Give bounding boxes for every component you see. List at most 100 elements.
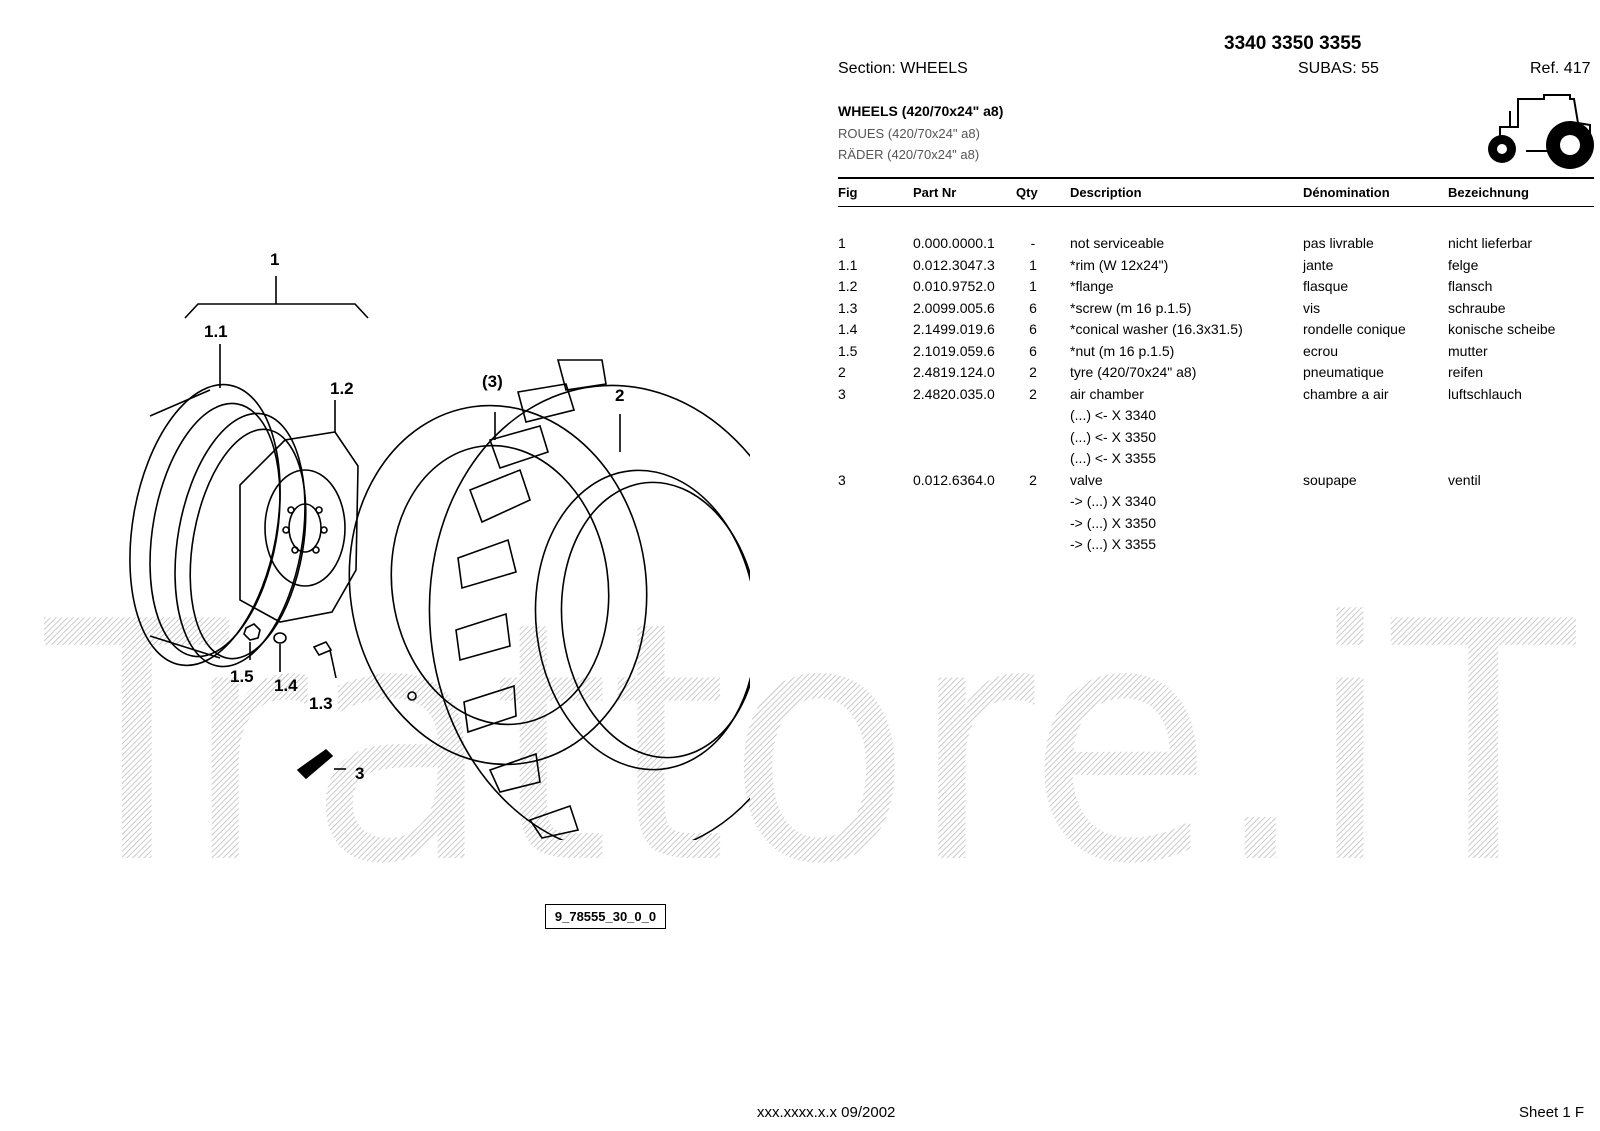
section-label: Section: WHEELS [838, 60, 968, 77]
table-row: (...) <- X 3340 [838, 405, 1594, 427]
cell-description: -> (...) X 3340 [1070, 493, 1156, 509]
table-row: 3 0.012.6364.0 2 valve soupape ventil [838, 470, 1594, 492]
cell-part-nr: 0.010.9752.0 [913, 278, 995, 294]
cell-fig: 1.4 [838, 321, 858, 337]
cell-qty: 1 [1029, 278, 1037, 294]
cell-denomination: jante [1303, 256, 1334, 273]
cell-part-nr: 2.1019.059.6 [913, 342, 995, 359]
rim-drawing [129, 383, 307, 668]
cell-bezeichnung: schraube [1448, 299, 1506, 316]
subas-label: SUBAS: 55 [1298, 60, 1379, 77]
cell-bezeichnung: luftschlauch [1448, 385, 1522, 402]
cell-fig: 3 [838, 471, 846, 488]
air-chamber-drawing [348, 404, 648, 766]
cell-fig: 3 [838, 385, 846, 402]
cell-part-nr: 2.4819.124.0 [913, 364, 995, 380]
cell-qty: 6 [1029, 299, 1037, 316]
drawing-id: 9_78555_30_0_0 [545, 904, 666, 929]
cell-qty: 6 [1029, 342, 1037, 359]
cell-description: (...) <- X 3355 [1070, 450, 1156, 466]
cell-qty: 2 [1029, 385, 1037, 402]
watermark-text: Trattore.iT [40, 552, 1579, 936]
cell-description: *nut (m 16 p.1.5) [1070, 342, 1175, 359]
cell-description: valve [1070, 471, 1103, 488]
cell-bezeichnung: konische scheibe [1448, 321, 1556, 337]
column-header-part-nr: Part Nr [913, 185, 957, 200]
table-row: (...) <- X 3355 [838, 448, 1594, 470]
cell-part-nr: 0.012.3047.3 [913, 256, 995, 273]
table-row: 1.1 0.012.3047.3 1 *rim (W 12x24") jante felg… [838, 255, 1594, 277]
title-german: RÄDER (420/70x24" a8) [838, 147, 980, 162]
cell-qty: 2 [1029, 364, 1037, 380]
cell-bezeichnung: reifen [1448, 364, 1484, 380]
footer-code: xxx.xxxx.x.x 09/2002 [757, 1104, 896, 1121]
cell-fig: 1.2 [838, 278, 858, 294]
cell-denomination: pneumatique [1303, 364, 1384, 380]
callout-3: 3 [355, 764, 365, 783]
cell-part-nr: 0.012.6364.0 [913, 471, 995, 488]
cell-part-nr: 2.4820.035.0 [913, 385, 995, 402]
cell-qty: 2 [1029, 471, 1037, 488]
cell-bezeichnung: ventil [1448, 471, 1481, 488]
tyre-drawing [428, 359, 750, 840]
column-header-bezeichnung: Bezeichnung [1448, 185, 1529, 200]
group-bracket [184, 303, 369, 319]
callout-2: 2 [615, 386, 625, 405]
cell-description: air chamber [1070, 385, 1144, 402]
cell-part-nr: 2.0099.005.6 [913, 299, 995, 316]
title-french: ROUES (420/70x24" a8) [838, 126, 980, 141]
cell-description: *screw (m 16 p.1.5) [1070, 299, 1192, 316]
cell-qty: 1 [1029, 256, 1037, 273]
cell-denomination: vis [1303, 299, 1321, 316]
table-row: 1.3 2.0099.005.6 6 *screw (m 16 p.1.5) vis sc… [838, 298, 1594, 320]
hardware-drawing [243, 623, 346, 780]
cell-fig: 1.3 [838, 299, 858, 316]
table-row: (...) <- X 3350 [838, 427, 1594, 449]
cell-description: (...) <- X 3340 [1070, 407, 1156, 423]
column-header-qty: Qty [1016, 185, 1038, 200]
table-row: -> (...) X 3340 [838, 491, 1594, 513]
cell-description: -> (...) X 3350 [1070, 514, 1156, 531]
cell-bezeichnung: nicht lieferbar [1448, 235, 1533, 251]
column-header-description: Description [1070, 185, 1142, 200]
callout-3-paren: (3) [482, 372, 503, 391]
cell-description: *rim (W 12x24") [1070, 256, 1169, 273]
cell-qty: 6 [1029, 321, 1037, 337]
ref-label: Ref. 417 [1530, 60, 1591, 77]
table-row: -> (...) X 3355 [838, 534, 1594, 556]
tractor-icon [1488, 94, 1594, 169]
cell-denomination: rondelle conique [1303, 321, 1406, 337]
table-row: -> (...) X 3350 [838, 513, 1594, 535]
cell-denomination: pas livrable [1303, 235, 1374, 251]
column-header-denomination: Dénomination [1303, 185, 1390, 200]
footer-sheet: Sheet 1 F [1519, 1104, 1585, 1121]
cell-description: (...) <- X 3350 [1070, 428, 1156, 445]
cell-part-nr: 0.000.0000.1 [913, 235, 995, 251]
title-english: WHEELS (420/70x24" a8) [838, 103, 1004, 119]
callout-1-3: 1.3 [309, 694, 333, 713]
model-numbers: 3340 3350 3355 [1224, 33, 1362, 54]
cell-bezeichnung: mutter [1448, 342, 1488, 359]
cell-fig: 1 [838, 235, 846, 251]
cell-fig: 1.1 [838, 256, 858, 273]
cell-denomination: soupape [1303, 471, 1357, 488]
cell-description: *flange [1070, 278, 1114, 294]
cell-bezeichnung: felge [1448, 256, 1479, 273]
cell-description: *conical washer (16.3x31.5) [1070, 321, 1243, 337]
column-header-fig: Fig [838, 185, 858, 200]
table-top-rule [838, 177, 1594, 179]
flange-drawing [239, 400, 359, 623]
callout-1-2: 1.2 [330, 379, 354, 398]
cell-denomination: flasque [1303, 278, 1349, 294]
cell-description: -> (...) X 3355 [1070, 536, 1156, 552]
cell-qty: - [1030, 235, 1036, 251]
callout-1-1: 1.1 [204, 322, 228, 341]
